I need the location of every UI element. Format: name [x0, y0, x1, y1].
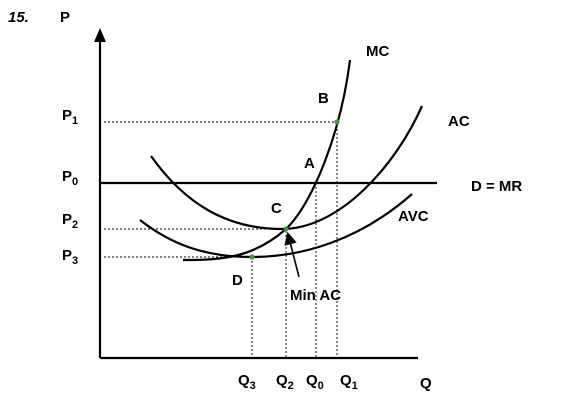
avc-label: AVC	[398, 208, 429, 225]
point-d-dot	[249, 254, 255, 260]
ac-label: AC	[448, 113, 470, 130]
point-c-label: C	[271, 200, 282, 217]
y-tick-p3: P3	[62, 247, 78, 267]
demand-mr-label: D = MR	[471, 178, 522, 195]
mc-curve	[182, 59, 352, 262]
x-axis-label: Q	[420, 375, 432, 392]
ac-curve	[150, 105, 424, 231]
y-axis-label: P	[60, 9, 70, 26]
x-tick-q1: Q1	[340, 372, 358, 392]
point-a-label: A	[304, 155, 315, 172]
x-tick-q0: Q0	[306, 372, 324, 392]
point-b-dot	[334, 119, 340, 125]
guide-p3-q3	[104, 256, 253, 358]
min-ac-annotation: Min AC	[290, 287, 341, 304]
guide-p1-q1	[104, 121, 338, 358]
y-tick-p0: P0	[62, 168, 78, 188]
problem-number: 15.	[8, 9, 29, 26]
x-tick-q2: Q2	[276, 372, 294, 392]
point-c-dot	[283, 226, 289, 232]
min-ac-arrow	[284, 231, 300, 278]
point-b-label: B	[318, 90, 329, 107]
y-tick-p2: P2	[62, 211, 78, 231]
point-d-label: D	[232, 272, 243, 289]
y-tick-p1: P1	[62, 107, 78, 127]
x-tick-q3: Q3	[238, 372, 256, 392]
y-axis-arrow	[94, 28, 106, 42]
mc-label: MC	[366, 43, 389, 60]
